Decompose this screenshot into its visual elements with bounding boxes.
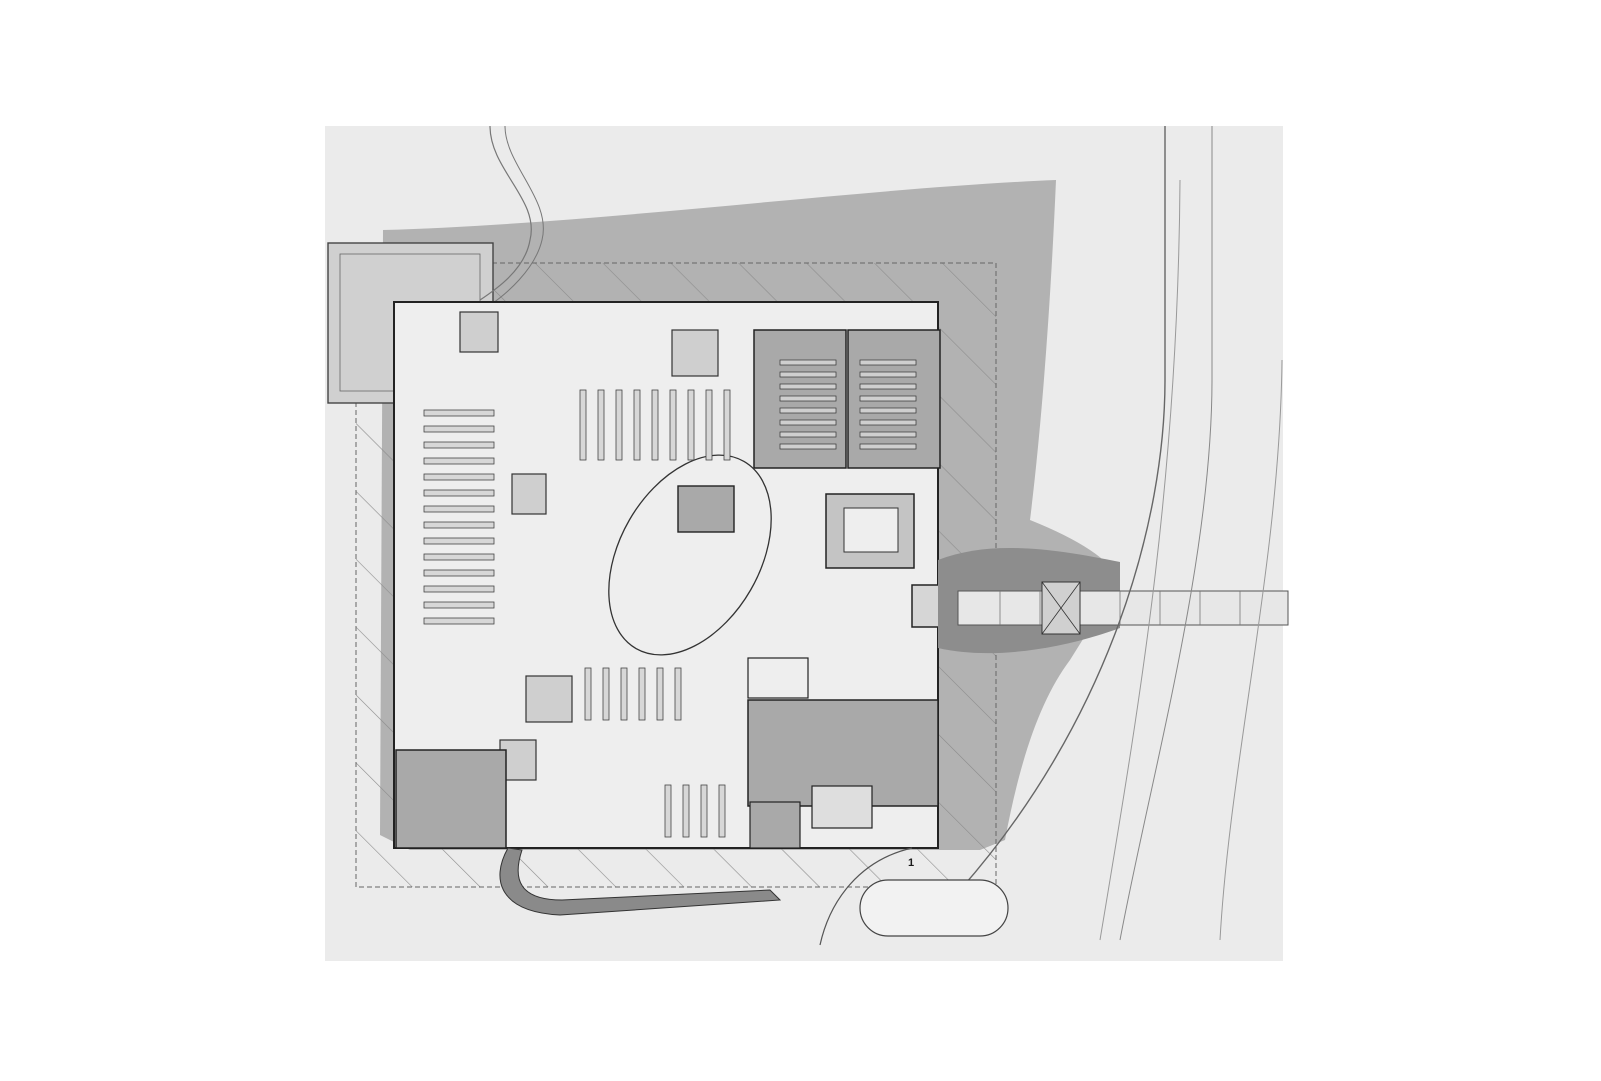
entry-bridge [957,590,1289,626]
access-path-top [479,125,532,301]
bridge-joints [999,591,1241,625]
study-room-sw [525,675,573,723]
drop-off-island [859,879,1009,937]
storage-west [395,749,507,849]
book-stacks-south [584,667,726,838]
staff-stair [747,657,809,699]
reading-oval [608,454,772,656]
lecture-seating [779,359,917,450]
road-edge-outer [959,126,1166,891]
book-stacks-north [579,389,731,461]
parking-row [1099,179,1181,941]
restroom-core [825,493,915,569]
road-edge-inner [1119,126,1213,941]
study-room-west [511,473,547,515]
access-path-top-2 [489,125,544,306]
study-room-nw [459,311,499,353]
book-stacks-west [423,409,495,625]
restroom-south [811,785,873,829]
drive-south [499,847,782,916]
entry-walkway [819,847,913,946]
restroom-inner [843,507,899,553]
entry-callout: 1 [908,857,914,869]
storage-south [749,801,801,849]
service-desk [677,485,735,533]
study-room-north [671,329,719,377]
parking-row-2 [1219,359,1283,941]
